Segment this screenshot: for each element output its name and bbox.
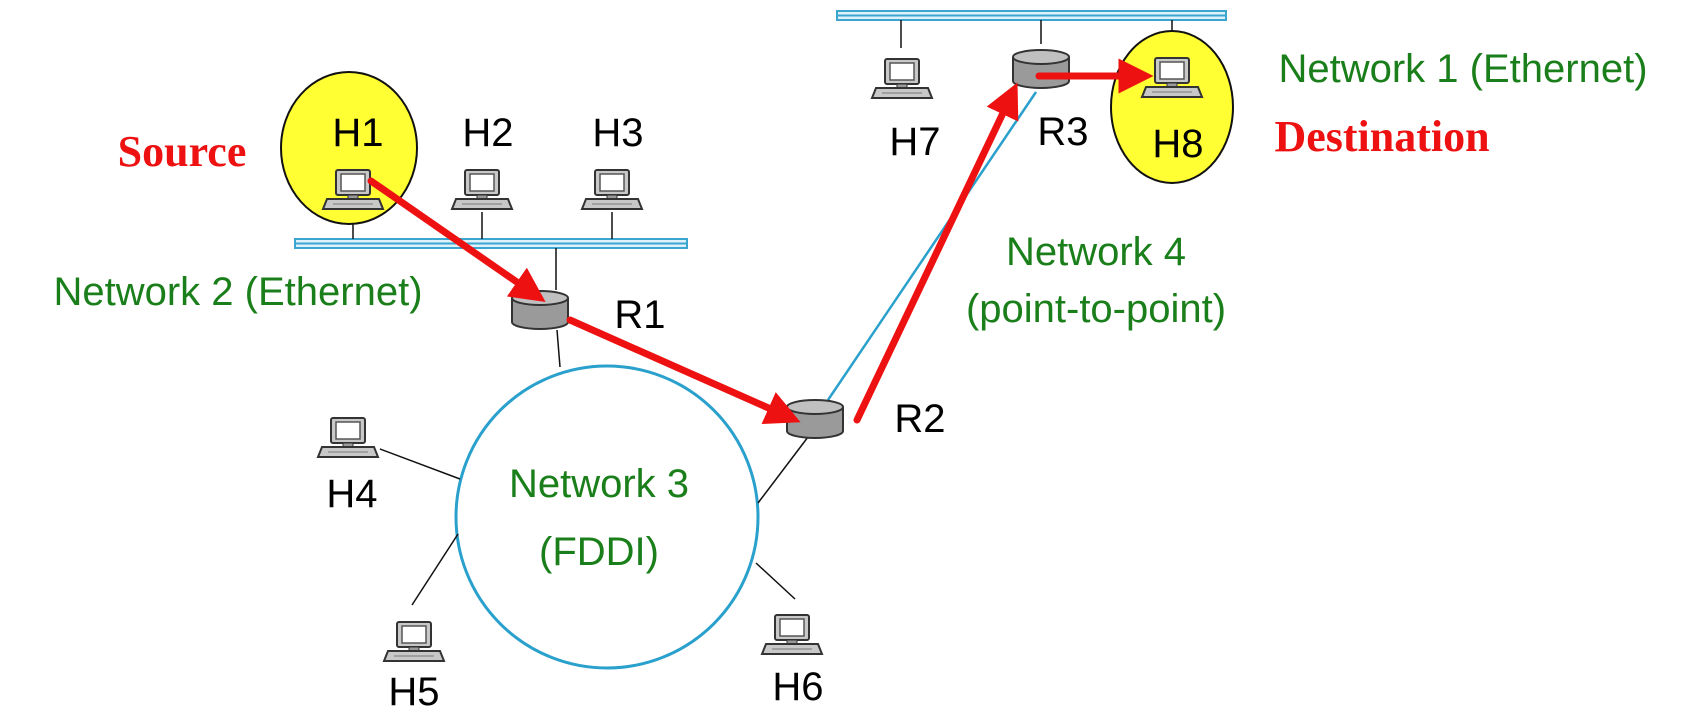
- route-arrow-r2-to-r3: [853, 82, 1019, 424]
- host-h1: H1: [322, 111, 384, 210]
- network2-label: Network 2 (Ethernet): [53, 270, 422, 314]
- host-label-h4: H4: [326, 472, 377, 516]
- host-label-h6: H6: [772, 665, 823, 706]
- router-icon: [786, 399, 844, 439]
- host-label-h1: H1: [332, 111, 383, 155]
- host-h8: H8: [1141, 57, 1204, 166]
- packet-route: [367, 58, 1154, 425]
- network1-drop-cables: [900, 20, 1173, 48]
- host-h4: H4: [317, 417, 379, 516]
- host-h2: H2: [451, 111, 514, 210]
- network4-point-to-point-link: [826, 91, 1038, 401]
- router-label-r2: R2: [894, 397, 945, 441]
- computer-icon: [761, 614, 823, 655]
- destination-label: Destination: [1274, 112, 1489, 161]
- network3-label-line2: (FDDI): [539, 530, 659, 574]
- host-label-h8: H8: [1152, 122, 1203, 166]
- host-label-h3: H3: [592, 111, 643, 155]
- network1-ethernet-bus: [836, 10, 1227, 21]
- computer-icon: [451, 169, 513, 210]
- host-label-h2: H2: [462, 111, 513, 155]
- host-h3: H3: [581, 111, 644, 210]
- network3-fddi-ring: [454, 364, 760, 670]
- network1-label: Network 1 (Ethernet): [1278, 47, 1647, 91]
- router-r1: R1: [511, 290, 666, 337]
- network3-label-line1: Network 3: [509, 462, 689, 506]
- source-label: Source: [118, 127, 247, 176]
- router-label-r3: R3: [1037, 110, 1088, 154]
- computer-icon: [581, 169, 643, 210]
- network2-ethernet-bus: [294, 238, 688, 249]
- network4-label-line2: (point-to-point): [966, 287, 1226, 331]
- computer-icon: [871, 58, 933, 99]
- computer-icon: [383, 621, 445, 662]
- router-r3: R3: [1012, 49, 1089, 154]
- host-h7: H7: [871, 58, 941, 164]
- network4-label-line1: Network 4: [1006, 230, 1186, 274]
- host-h5: H5: [383, 621, 445, 706]
- host-h6: H6: [761, 614, 824, 706]
- network3-attach-cables: [379, 329, 809, 606]
- host-label-h5: H5: [388, 670, 439, 706]
- router-r2: R2: [786, 397, 946, 441]
- router-icon: [1012, 49, 1070, 89]
- router-label-r1: R1: [614, 293, 665, 337]
- route-arrow-r1-to-r2: [566, 316, 801, 425]
- route-arrow-h1-to-r1: [367, 177, 546, 302]
- computer-icon: [317, 417, 379, 458]
- host-label-h7: H7: [889, 120, 940, 164]
